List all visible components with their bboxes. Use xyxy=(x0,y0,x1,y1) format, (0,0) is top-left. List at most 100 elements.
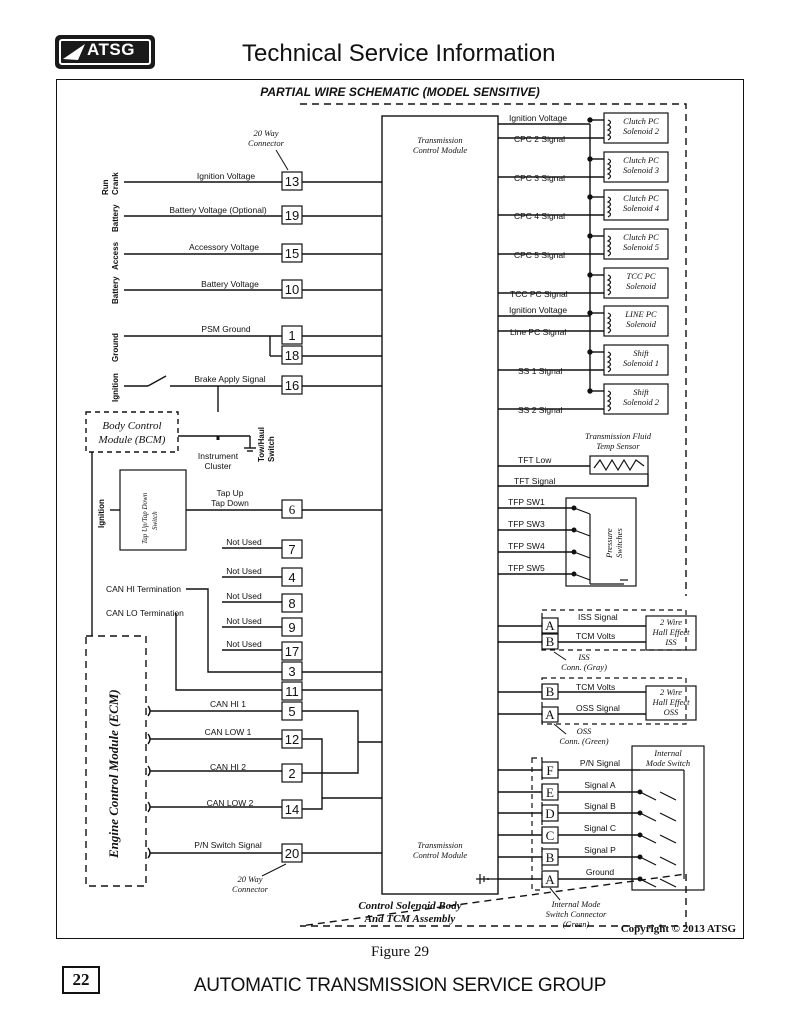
pin-box-4 xyxy=(281,567,303,587)
tcm-label-top-1: Transmission xyxy=(417,135,462,145)
mode-switch-arm xyxy=(639,878,657,888)
tap-switch-label-2: Switch xyxy=(151,511,159,530)
oss-sensor-3: OSS xyxy=(664,707,679,717)
iss-connector-dashed xyxy=(541,609,687,651)
solenoid-label: Clutch PC xyxy=(623,193,659,203)
connector-label-bottom-1: 20 Way xyxy=(238,874,263,884)
signal-ignition-1: Ignition Voltage xyxy=(509,113,567,123)
pin-box-3 xyxy=(281,661,303,681)
can-lo-termination: CAN LO Termination xyxy=(106,608,184,618)
tfp-switch-arm xyxy=(573,573,591,581)
pin-13: 13 xyxy=(285,174,299,189)
mode-pin: B xyxy=(546,850,555,865)
junction-dot xyxy=(587,233,593,239)
iss-sensor-1: 2 Wire xyxy=(660,617,682,627)
assembly-label-1: Control Solenoid Body xyxy=(358,900,461,912)
mode-pin: C xyxy=(546,828,555,843)
not-used-17: Not Used xyxy=(226,639,262,649)
coil-icon xyxy=(606,390,612,412)
wire-label-19: Battery Voltage (Optional) xyxy=(169,205,267,215)
copyright: Copyright © 2013 ATSG xyxy=(621,923,737,935)
iss-pin-b: B xyxy=(546,634,555,649)
tft-signal-label: TFT Signal xyxy=(514,476,556,486)
pin-box-8 xyxy=(281,593,303,613)
solenoid-label: Solenoid 2 xyxy=(623,397,660,407)
mode-switch-arm xyxy=(659,791,677,801)
pin-box-15 xyxy=(281,243,303,263)
figure-caption: Figure 29 xyxy=(371,944,429,960)
coil-icon xyxy=(606,351,612,373)
solenoid-label: Solenoid 3 xyxy=(623,165,659,175)
ecm-box xyxy=(85,635,147,887)
solenoid-box xyxy=(603,151,669,183)
assembly-label-2: And TCM Assembly xyxy=(364,913,456,925)
solenoid-box xyxy=(603,189,669,221)
group-battery-2: Battery xyxy=(111,276,120,304)
solenoid-label: Clutch PC xyxy=(623,116,659,126)
solenoid-label: Solenoid xyxy=(626,281,656,291)
iss-volts-label: TCM Volts xyxy=(576,631,615,641)
tft-title-1: Transmission Fluid xyxy=(585,431,652,441)
wire-label-13: Ignition Voltage xyxy=(197,171,255,181)
pin-6: 6 xyxy=(289,502,296,517)
solenoid-box xyxy=(603,112,669,144)
oss-volts-label: TCM Volts xyxy=(576,682,615,692)
tap-switch-box xyxy=(119,469,187,551)
junction-dot xyxy=(587,388,593,394)
pin-box-9 xyxy=(281,617,303,637)
pin-7: 7 xyxy=(288,542,295,557)
solenoid-box xyxy=(603,305,669,337)
mode-switch-arm xyxy=(659,834,677,844)
mode-conn-3: (Green) xyxy=(563,919,590,929)
mode-switch-arm xyxy=(659,878,677,888)
pin-14: 14 xyxy=(285,802,299,817)
pin-18: 18 xyxy=(285,348,299,363)
iss-sensor-3: ISS xyxy=(664,637,677,647)
pin-box-11 xyxy=(281,681,303,701)
ecm-wire-label-12: CAN LOW 1 xyxy=(205,727,252,737)
pin-3: 3 xyxy=(288,664,295,679)
tow-haul-1: Tow/Haul xyxy=(257,427,266,462)
pin-19: 19 xyxy=(285,208,299,223)
tfp-switch-arm xyxy=(573,507,591,515)
coil-icon xyxy=(606,274,612,296)
mode-conn-1: Internal Mode xyxy=(551,899,601,909)
coil-icon xyxy=(606,158,612,180)
group-ground: Ground xyxy=(111,333,120,362)
connector-label-bottom-2: Connector xyxy=(232,884,269,894)
pin-box-13 xyxy=(281,171,303,191)
signal-ss2: SS 2 Signal xyxy=(518,405,563,415)
assembly-dashed-box xyxy=(299,103,687,927)
junction-dot xyxy=(587,349,593,355)
solenoid-label: TCC PC xyxy=(626,271,655,281)
signal-cpc4: CPC 4 Signal xyxy=(514,211,565,221)
oss-conn-1: OSS xyxy=(577,726,592,736)
wire-label-15: Accessory Voltage xyxy=(189,242,259,252)
iss-conn-2: Conn. (Gray) xyxy=(561,662,607,672)
mode-switch-arm xyxy=(659,812,677,822)
pin-20: 20 xyxy=(285,846,299,861)
mode-pin: E xyxy=(546,785,554,800)
thermistor-icon xyxy=(593,458,645,472)
iss-sensor-2: Hall Effect xyxy=(651,627,690,637)
mode-pin: F xyxy=(546,763,553,778)
signal-cpc5: CPC 5 Signal xyxy=(514,250,565,260)
junction-dot xyxy=(587,272,593,278)
tcm-label-bottom-2: Control Module xyxy=(413,850,467,860)
page-header: ATSG Technical Service Information xyxy=(0,0,800,80)
signal-ignition-2: Ignition Voltage xyxy=(509,305,567,315)
iss-signal-label: ISS Signal xyxy=(578,612,618,622)
coil-icon xyxy=(606,235,612,257)
solenoid-box xyxy=(603,228,669,260)
mode-switch-arm xyxy=(659,856,677,866)
tcm-box xyxy=(381,115,499,895)
junction-dot xyxy=(587,117,593,123)
atsg-logo: ATSG xyxy=(55,35,155,69)
connector-label-top-1: 20 Way xyxy=(254,128,279,138)
pin-2: 2 xyxy=(288,766,295,781)
solenoid-label: Solenoid 5 xyxy=(623,242,659,252)
pin-15: 15 xyxy=(285,246,299,261)
diagram-title: PARTIAL WIRE SCHEMATIC (MODEL SENSITIVE) xyxy=(260,85,540,99)
